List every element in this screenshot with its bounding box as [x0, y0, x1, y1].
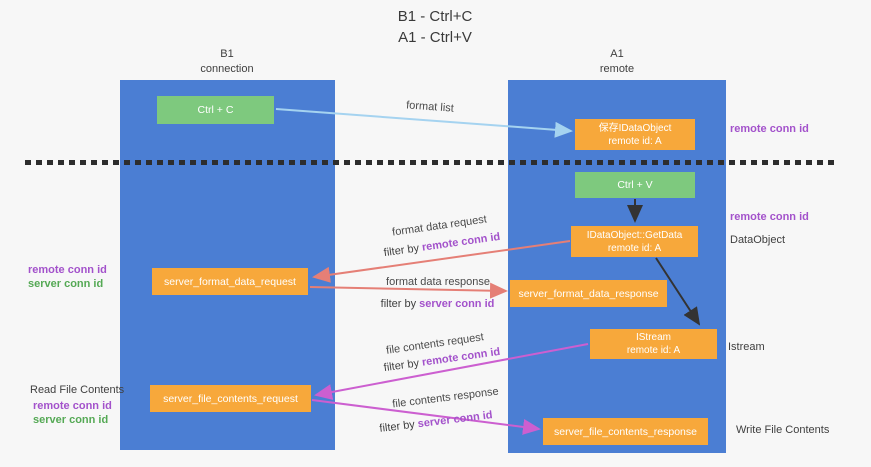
side-istream: Istream: [728, 341, 765, 353]
side-left-remote-conn-id-1: remote conn id: [28, 264, 107, 276]
side-write-file-contents: Write File Contents: [736, 424, 830, 436]
node-server-format-data-response: server_format_data_response: [510, 280, 667, 307]
node-getdata-line1: IDataObject::GetData: [586, 229, 683, 241]
node-istream-line1: IStream: [635, 332, 671, 343]
node-istream-line2: remote id: A: [626, 345, 681, 356]
node-ctrl-v-label: Ctrl + V: [617, 179, 653, 191]
node-idataobject-getdata: IDataObject::GetData remote id: A: [571, 226, 698, 257]
side-remote-conn-id-top: remote conn id: [730, 123, 809, 135]
node-server-file-contents-response: server_file_contents_response: [543, 418, 708, 445]
node-server-format-data-request: server_format_data_request: [152, 268, 308, 295]
node-save-idataobject-line1: 保存IDataObject: [598, 122, 672, 134]
node-ctrl-v: Ctrl + V: [575, 172, 695, 198]
diagram-title: B1 - Ctrl+C A1 - Ctrl+V: [335, 6, 535, 48]
node-ctrl-c: Ctrl + C: [157, 96, 274, 124]
arrow-file-contents-response: [311, 399, 541, 435]
diagram-title-line2: A1 - Ctrl+V: [398, 29, 472, 46]
side-dataobject: DataObject: [730, 234, 786, 246]
node-save-idataobject: 保存IDataObject remote id: A: [575, 119, 695, 150]
side-left-remote-conn-id-2: remote conn id: [33, 400, 112, 412]
lane-header-b1: B1 connection: [167, 47, 287, 77]
diagram-title-line1: B1 - Ctrl+C: [397, 8, 473, 25]
side-left-server-conn-id-1: server conn id: [28, 278, 104, 290]
arrow-format-data-response: [309, 282, 508, 299]
label-format-data-response: format data response: [386, 276, 490, 288]
lane-a1-subtitle: remote: [599, 63, 635, 75]
server-conn-id-text: server conn id: [419, 298, 495, 310]
node-server-file-contents-response-label: server_file_contents_response: [553, 425, 697, 438]
node-istream: IStream remote id: A: [590, 329, 717, 359]
node-save-idataobject-line2: remote id: A: [608, 135, 662, 147]
lane-a1-name: A1: [610, 48, 624, 60]
node-server-format-data-request-label: server_format_data_request: [164, 275, 296, 288]
arrow-format-list: [275, 108, 573, 138]
node-ctrl-c-label: Ctrl + C: [197, 104, 234, 116]
filter-by-text: filter by: [380, 298, 420, 310]
node-getdata-line2: remote id: A: [607, 242, 662, 254]
arrow-format-data-request: [312, 240, 571, 283]
dashed-separator: [25, 160, 837, 165]
side-remote-conn-id-mid: remote conn id: [730, 211, 809, 223]
arrow-file-contents-request: [314, 343, 589, 400]
node-server-file-contents-request-label: server_file_contents_request: [163, 392, 298, 405]
label-filter-by-server-1: filter by server conn id: [375, 298, 500, 310]
lane-header-a1: A1 remote: [557, 47, 677, 77]
arrow-getdata-to-istream: [655, 257, 701, 326]
side-read-file-contents: Read File Contents: [30, 384, 125, 396]
lane-b1-subtitle: connection: [200, 63, 254, 75]
node-server-format-data-response-label: server_format_data_response: [518, 287, 659, 300]
side-left-server-conn-id-2: server conn id: [33, 414, 109, 426]
lane-b1-name: B1: [220, 48, 234, 60]
node-server-file-contents-request: server_file_contents_request: [150, 385, 311, 412]
